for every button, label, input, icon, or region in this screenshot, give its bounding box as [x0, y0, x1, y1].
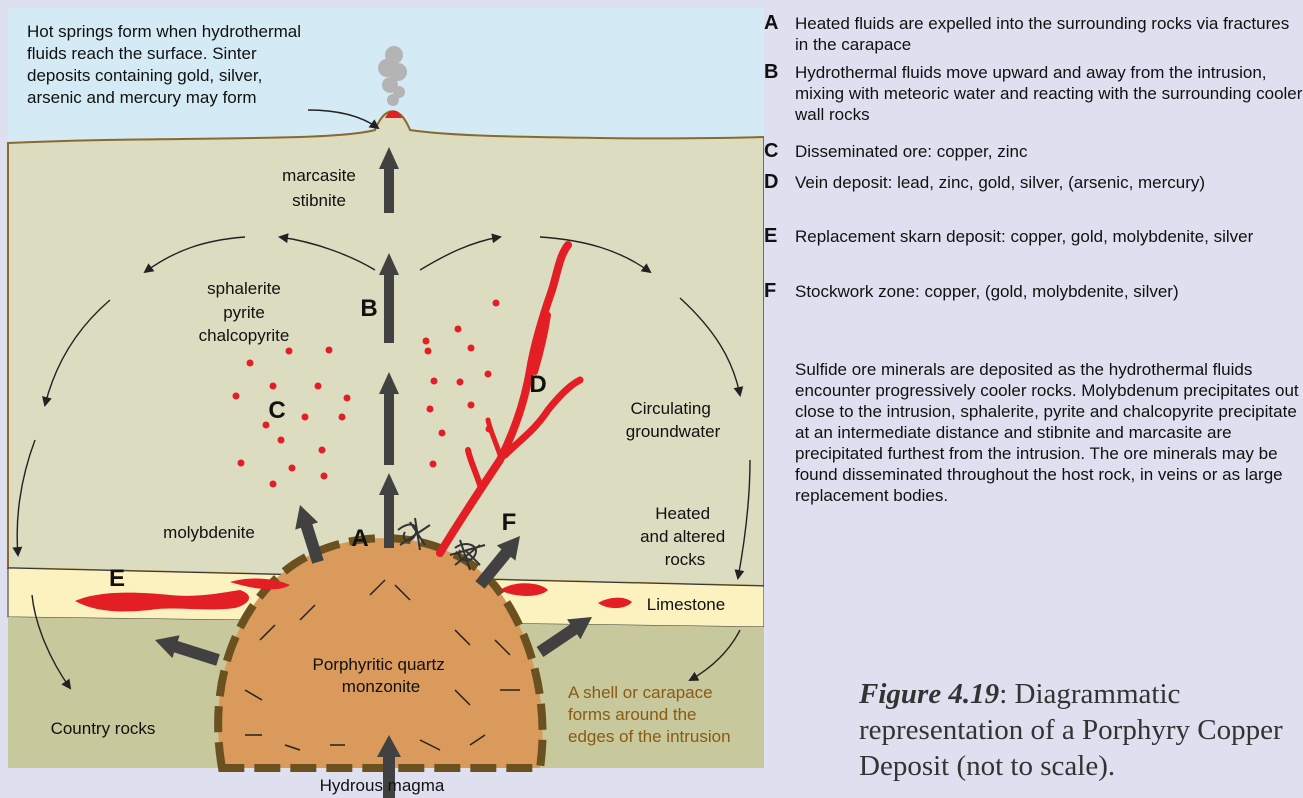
ore-dot: [431, 378, 438, 385]
ore-dot: [425, 348, 432, 355]
ore-dot: [319, 447, 326, 454]
legend-letter: D: [764, 172, 795, 193]
limestone-label: Limestone: [647, 595, 725, 614]
ore-dot: [485, 371, 492, 378]
pyrite-label: pyrite: [223, 303, 265, 322]
letter-f: F: [502, 509, 517, 536]
legend-text: Stockwork zone: copper, (gold, molybdeni…: [795, 281, 1303, 302]
ore-dot: [439, 430, 446, 437]
molybdenite-label: molybdenite: [163, 523, 255, 542]
figure-caption: Figure 4.19: Diagrammatic representation…: [859, 676, 1299, 784]
hydrous-magma-label: Hydrous magma: [320, 776, 445, 795]
legend-text: Hydrothermal fluids move upward and away…: [795, 62, 1303, 125]
ore-dot: [315, 383, 322, 390]
legend-letter: B: [764, 62, 795, 125]
ore-dot: [344, 395, 351, 402]
figure-number: Figure 4.19: [859, 678, 999, 710]
ore-dot: [326, 347, 333, 354]
ore-dot: [247, 360, 254, 367]
ore-dot: [289, 465, 296, 472]
sphalerite-label: sphalerite: [207, 279, 281, 298]
ore-dot: [493, 300, 500, 307]
legend-letter: E: [764, 226, 795, 247]
ore-dot: [339, 414, 346, 421]
stibnite-label: stibnite: [292, 191, 346, 210]
ore-dot: [278, 437, 285, 444]
letter-b: B: [360, 295, 377, 322]
letter-d: D: [529, 371, 546, 398]
ore-dot: [430, 461, 437, 468]
ore-dot: [423, 338, 430, 345]
ore-dot: [468, 402, 475, 409]
ore-dot: [238, 460, 245, 467]
legend-text: Heated fluids are expelled into the surr…: [795, 13, 1303, 55]
legend-text: Disseminated ore: copper, zinc: [795, 141, 1303, 162]
ore-dot: [321, 473, 328, 480]
ore-dot: [457, 379, 464, 386]
explanation-paragraph: Sulfide ore minerals are deposited as th…: [795, 359, 1300, 506]
ore-dot: [427, 406, 434, 413]
legend-letter: A: [764, 13, 795, 55]
letter-e: E: [109, 565, 125, 592]
country-rocks-label: Country rocks: [51, 719, 156, 738]
ore-dot: [270, 481, 277, 488]
legend-letter: C: [764, 141, 795, 162]
marcasite-label: marcasite: [282, 166, 356, 185]
ore-dot: [455, 326, 462, 333]
ore-dot: [286, 348, 293, 355]
letter-a: A: [351, 525, 368, 552]
legend-text: Replacement skarn deposit: copper, gold,…: [795, 226, 1303, 247]
porphyry-diagram: Hot springs form when hydrothermal fluid…: [0, 0, 764, 798]
ore-dot: [302, 414, 309, 421]
ore-dot: [270, 383, 277, 390]
legend-letter: F: [764, 281, 795, 302]
chalcopyrite-label: chalcopyrite: [199, 326, 290, 345]
letter-c: C: [268, 397, 285, 424]
legend-text: Vein deposit: lead, zinc, gold, silver, …: [795, 172, 1303, 193]
ore-dot: [486, 426, 493, 433]
ore-dot: [233, 393, 240, 400]
ore-dot: [468, 345, 475, 352]
